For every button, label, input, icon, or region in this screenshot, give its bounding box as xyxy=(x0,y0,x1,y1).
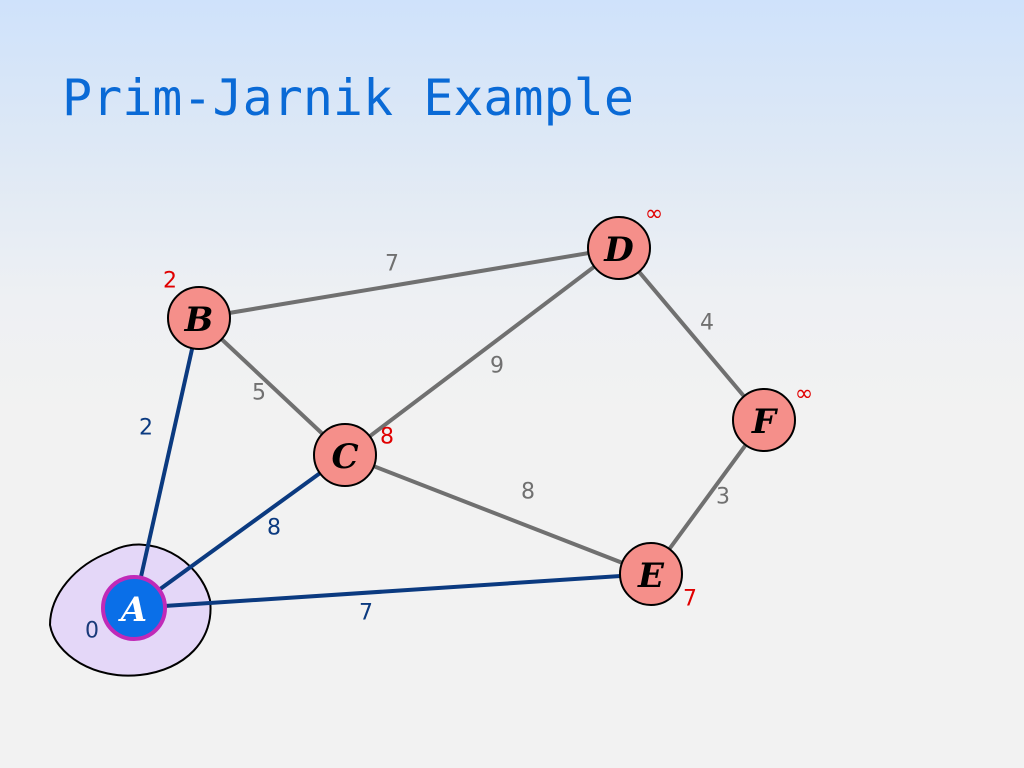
edge-weight-c-d: 9 xyxy=(490,354,504,379)
edge-c-e xyxy=(344,453,652,576)
edge-b-c xyxy=(197,316,347,457)
node-f[interactable]: F xyxy=(732,388,796,452)
node-circle-a xyxy=(101,575,167,641)
node-label-f: F xyxy=(751,402,779,442)
node-label-b: B xyxy=(184,300,214,340)
edge-weight-b-d: 7 xyxy=(385,252,399,277)
distance-label-d: ∞ xyxy=(645,202,663,227)
node-circle-b xyxy=(167,286,231,350)
node-label-c: C xyxy=(331,437,358,477)
distance-label-e: 7 xyxy=(683,587,697,612)
edge-b-d xyxy=(198,246,620,320)
edge-weight-a-e: 7 xyxy=(359,601,373,626)
node-b[interactable]: B xyxy=(167,286,231,350)
edge-c-d xyxy=(343,246,621,457)
edge-a-b xyxy=(132,317,201,609)
edge-d-f xyxy=(617,246,766,422)
edge-weight-e-f: 3 xyxy=(716,485,730,510)
node-circle-d xyxy=(587,216,651,280)
distance-label-c: 8 xyxy=(380,425,394,450)
edge-weight-d-f: 4 xyxy=(700,311,714,336)
edge-weights-layer: 2 8 7 7 5 9 8 4 3 xyxy=(139,252,730,626)
distance-labels-layer: 0 2 8 ∞ 7 ∞ xyxy=(85,202,813,644)
slide-title: Prim-Jarnik Example xyxy=(62,69,634,127)
node-circle-c xyxy=(313,423,377,487)
node-c[interactable]: C xyxy=(313,423,377,487)
node-label-e: E xyxy=(637,556,665,596)
node-label-a: A xyxy=(118,590,147,630)
node-d[interactable]: D xyxy=(587,216,651,280)
node-label-d: D xyxy=(603,230,634,270)
node-circle-f xyxy=(732,388,796,452)
edge-weight-a-b: 2 xyxy=(139,416,153,441)
node-a[interactable]: A xyxy=(101,575,167,641)
distance-label-f: ∞ xyxy=(795,382,813,407)
edge-a-c xyxy=(132,453,347,610)
edge-a-e xyxy=(133,572,652,610)
edge-weight-b-c: 5 xyxy=(252,381,266,406)
node-circle-e xyxy=(619,542,683,606)
edge-weight-a-c: 8 xyxy=(267,516,281,541)
edge-weight-c-e: 8 xyxy=(521,480,535,505)
distance-label-a: 0 xyxy=(85,619,99,644)
node-e[interactable]: E xyxy=(619,542,683,606)
nodes-layer: A B C D E F xyxy=(101,216,796,641)
distance-label-b: 2 xyxy=(163,269,177,294)
